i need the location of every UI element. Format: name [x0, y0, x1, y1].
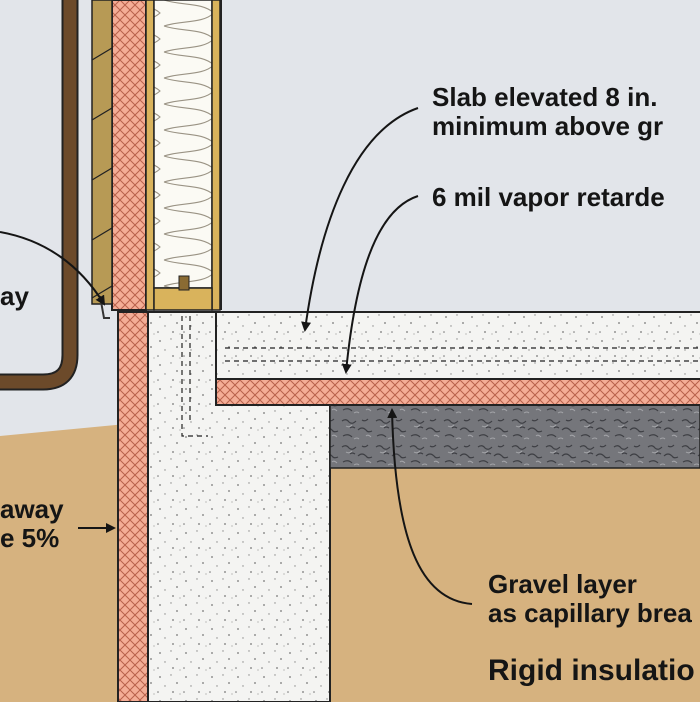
label-slab-elevated-line1: Slab elevated 8 in.: [432, 82, 658, 112]
rigid-insulation-exterior: [117, 311, 149, 702]
label-rigid-insulation-line1: Rigid insulatio: [488, 654, 695, 687]
gravel-leader: [387, 408, 473, 605]
downspout-fill: [0, 0, 77, 389]
label-grade-slope-line2: e 5%: [0, 523, 60, 553]
label-slab-elevated: Slab elevated 8 in. minimum above gr: [432, 83, 663, 141]
siding-laps: [91, 47, 113, 299]
label-gravel-layer-line2: as capillary brea: [488, 598, 692, 628]
label-left-partial-line1: ay: [0, 281, 29, 311]
gravel-layer: [329, 404, 700, 469]
label-grade-slope: away e 5%: [0, 495, 64, 553]
label-gravel-layer: Gravel layer as capillary brea: [488, 570, 692, 628]
label-grade-slope-line1: away: [0, 494, 64, 524]
wall-dashed-line: [181, 316, 208, 437]
label-gravel-layer-line1: Gravel layer: [488, 569, 637, 599]
vapor-retarder-leader: [341, 195, 419, 374]
slab-elevated-leader: [301, 107, 419, 332]
label-vapor-retarder-line1: 6 mil vapor retarde: [432, 182, 665, 212]
stud-left: [145, 0, 155, 311]
rigid-insulation-slab: [215, 378, 700, 406]
left-partial-leader: [0, 231, 106, 306]
siding: [91, 0, 113, 305]
sill-plate: [153, 287, 213, 311]
label-left-partial: ay: [0, 282, 29, 311]
label-slab-elevated-line2: minimum above gr: [432, 111, 664, 141]
label-rigid-insulation: Rigid insulatio: [488, 655, 695, 687]
label-vapor-retarder: 6 mil vapor retarde: [432, 183, 665, 212]
stud-right: [211, 0, 221, 311]
soil-under-slab: [330, 468, 700, 702]
rigid-insulation-wall: [111, 0, 147, 311]
insulation-batt: [153, 0, 213, 289]
anchor-bolt: [178, 275, 190, 291]
concrete-slab: [215, 311, 700, 380]
